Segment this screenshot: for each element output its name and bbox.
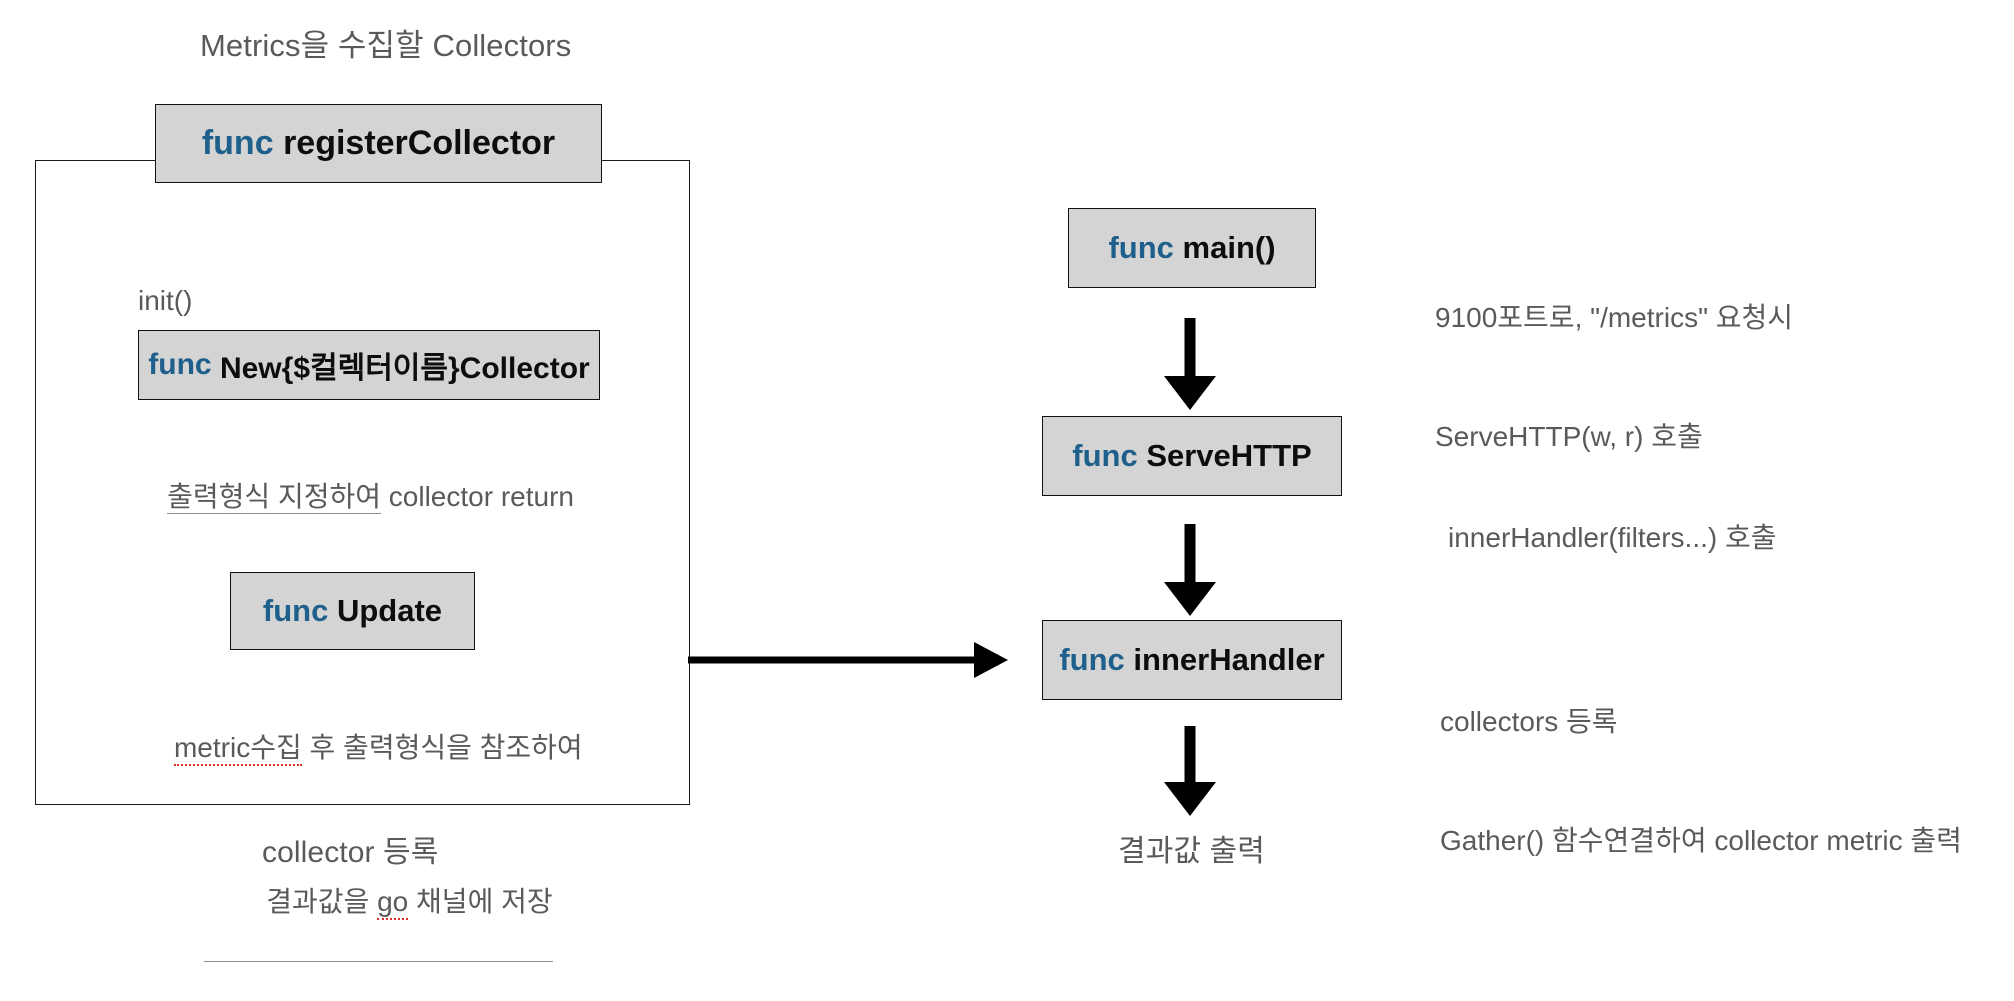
update-note-line1-rest: 후 출력형식을 참조하여 [301, 731, 583, 763]
new-collector-note-rest: collector return [381, 480, 574, 512]
update-note-line2-pre: 결과값을 [266, 886, 378, 918]
func-name: New{$컬렉터이름}Collector [219, 352, 590, 385]
update-note-line1: metric수집 후 출력형식을 참조하여 [95, 690, 615, 806]
annotation-main: 9100포트로, "/metrics" 요청시 ServeHTTP(w, r) … [1435, 218, 1793, 536]
arrow-servehttp-to-innerhandler [1164, 524, 1216, 616]
func-name: ServeHTTP [1146, 438, 1312, 473]
func-keyword: func [148, 348, 212, 381]
arrow-innerhandler-to-output [1164, 726, 1216, 816]
annotation-servehttp-line1: innerHandler(filters...) 호출 [1448, 521, 1777, 553]
func-keyword: func [201, 124, 274, 162]
new-collector-note-underlined: 출력형식 지정하여 [167, 480, 381, 514]
func-box-new-collector[interactable]: func New{$컬렉터이름}Collector [138, 330, 600, 400]
func-keyword: func [262, 593, 329, 628]
init-label: init() [138, 285, 193, 316]
left-group-caption: collector 등록 [262, 836, 439, 869]
func-keyword: func [1072, 438, 1138, 473]
annotation-main-line1: 9100포트로, "/metrics" 요청시 [1435, 301, 1794, 333]
func-keyword: func [1059, 642, 1125, 677]
update-note-line1-spellchecked: metric수집 [173, 731, 302, 766]
arrow-collector-to-innerhandler [688, 642, 1008, 678]
diagram-canvas: Metrics을 수집할 Collectors func registerCol… [35, 28, 1962, 963]
arrow-main-to-servehttp [1164, 318, 1216, 410]
annotation-innerhandler-line2: Gather() 함수연결하여 collector metric 출력 [1440, 824, 1962, 856]
func-name: main() [1182, 230, 1276, 265]
annotation-innerhandler-line1: collectors 등록 [1440, 705, 1618, 737]
annotation-servehttp: innerHandler(filters...) 호출 [1448, 438, 1777, 637]
new-collector-note: 출력형식 지정하여 collector return [136, 437, 574, 556]
update-note-line2-post: 채널에 저장 [408, 886, 553, 918]
func-box-update[interactable]: func Update [230, 572, 475, 650]
annotation-main-line2: ServeHTTP(w, r) 호출 [1435, 420, 1703, 452]
func-box-register-collector[interactable]: func registerCollector [155, 104, 602, 183]
func-box-innerhandler[interactable]: func innerHandler [1042, 620, 1342, 700]
func-box-servehttp[interactable]: func ServeHTTP [1042, 416, 1342, 496]
func-box-main[interactable]: func main() [1068, 208, 1316, 288]
update-note-line2-spellchecked: go [377, 886, 409, 921]
func-name: innerHandler [1133, 642, 1325, 677]
right-flow-caption: 결과값 출력 [1118, 835, 1265, 868]
func-name: Update [336, 593, 443, 628]
func-keyword: func [1108, 230, 1174, 265]
func-name: registerCollector [283, 124, 556, 162]
annotation-innerhandler: collectors 등록 Gather() 함수연결하여 collector … [1440, 622, 1962, 940]
diagram-title: Metrics을 수집할 Collectors [200, 28, 572, 63]
